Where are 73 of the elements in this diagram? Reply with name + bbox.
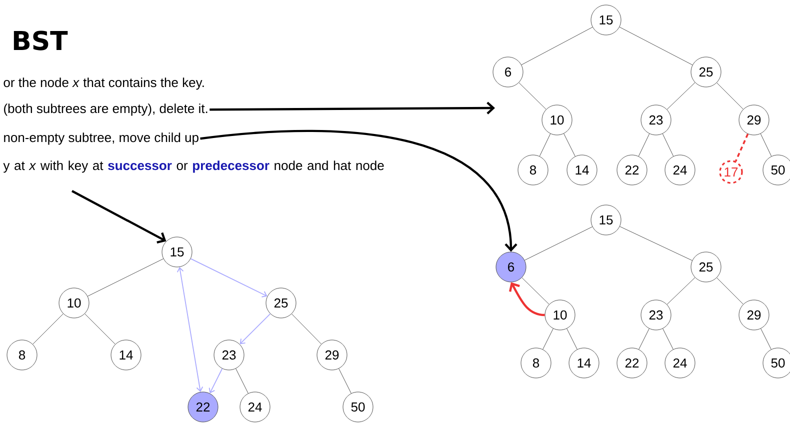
connector-line bbox=[539, 134, 551, 156]
connector-line bbox=[760, 328, 772, 350]
tree-node: 50 bbox=[762, 154, 790, 186]
tree-node: 29 bbox=[316, 340, 348, 370]
tree-node: 50 bbox=[342, 392, 374, 422]
connector-line bbox=[716, 278, 744, 304]
arrow bbox=[72, 190, 166, 244]
connector-line bbox=[87, 258, 164, 296]
connector-line bbox=[521, 26, 593, 66]
tree-node: 23 bbox=[640, 104, 672, 136]
tree-node: 8 bbox=[520, 348, 552, 378]
highlighted-tree-node: 6 bbox=[496, 252, 526, 282]
tree-node: 8 bbox=[518, 154, 548, 186]
connector-line bbox=[32, 314, 64, 344]
tree-node: 10 bbox=[58, 288, 90, 318]
connector-line bbox=[716, 82, 744, 110]
connector-line bbox=[291, 314, 322, 344]
tree-node: 10 bbox=[544, 300, 576, 330]
connector-line bbox=[542, 328, 554, 350]
connector-line bbox=[619, 26, 693, 66]
tree-node: 15 bbox=[590, 204, 622, 236]
tree-node: 22 bbox=[616, 154, 648, 186]
tree-node: 10 bbox=[542, 104, 572, 136]
arrow bbox=[190, 258, 268, 298]
connector-line bbox=[524, 226, 593, 260]
tree-node: 50 bbox=[762, 348, 790, 378]
connector-line bbox=[760, 134, 772, 156]
tree-node: 17 bbox=[719, 160, 743, 184]
tree-node: 24 bbox=[664, 348, 696, 378]
tree-node: 23 bbox=[214, 340, 244, 370]
arrow bbox=[508, 282, 545, 316]
tree-node: 25 bbox=[266, 288, 296, 318]
arrow bbox=[210, 102, 495, 114]
tree-node: 8 bbox=[6, 340, 38, 370]
arrow bbox=[208, 368, 223, 394]
connector-line bbox=[734, 134, 749, 162]
connector-line bbox=[666, 277, 696, 305]
tree-node: 22 bbox=[616, 348, 648, 378]
connector-line bbox=[662, 328, 674, 350]
tree-node: 6 bbox=[492, 56, 524, 88]
connector-line bbox=[84, 314, 116, 344]
connector-line bbox=[620, 226, 692, 261]
connector-line bbox=[338, 368, 352, 394]
text-line: non-empty subtree, move child up bbox=[4, 132, 198, 145]
connector-line bbox=[662, 134, 674, 156]
arrow bbox=[176, 267, 204, 392]
connector-line bbox=[522, 277, 550, 305]
highlighted-tree-node: 22 bbox=[188, 392, 218, 422]
tree-node: 14 bbox=[566, 154, 598, 186]
text-line: (both subtrees are empty), delete it. bbox=[4, 104, 208, 116]
tree-node: 29 bbox=[738, 104, 770, 136]
tree-node: 24 bbox=[240, 392, 270, 422]
tree-node: 14 bbox=[568, 348, 600, 378]
tree-node: 15 bbox=[162, 236, 192, 268]
text-line: y at x with key at successor or predecessor node and hat node bbox=[3, 160, 384, 173]
connector-line bbox=[518, 82, 546, 110]
arrow bbox=[240, 313, 271, 344]
tree-node: 25 bbox=[690, 252, 722, 282]
connector-line bbox=[564, 133, 576, 157]
connector-line bbox=[638, 328, 650, 350]
connector-line bbox=[566, 328, 578, 350]
tree-node: 14 bbox=[110, 340, 142, 370]
connector-line bbox=[236, 368, 248, 394]
tree-node: 24 bbox=[664, 154, 696, 186]
connector-line bbox=[666, 82, 696, 110]
tree-node: 29 bbox=[738, 300, 770, 330]
tree-node: 23 bbox=[640, 300, 672, 330]
tree-node: 15 bbox=[590, 4, 622, 36]
arrow bbox=[200, 130, 518, 252]
tree-node: 25 bbox=[690, 56, 722, 88]
text-line: or the node x that contains the key. bbox=[4, 78, 204, 90]
connector-line bbox=[638, 134, 650, 156]
title: BST bbox=[14, 30, 68, 50]
